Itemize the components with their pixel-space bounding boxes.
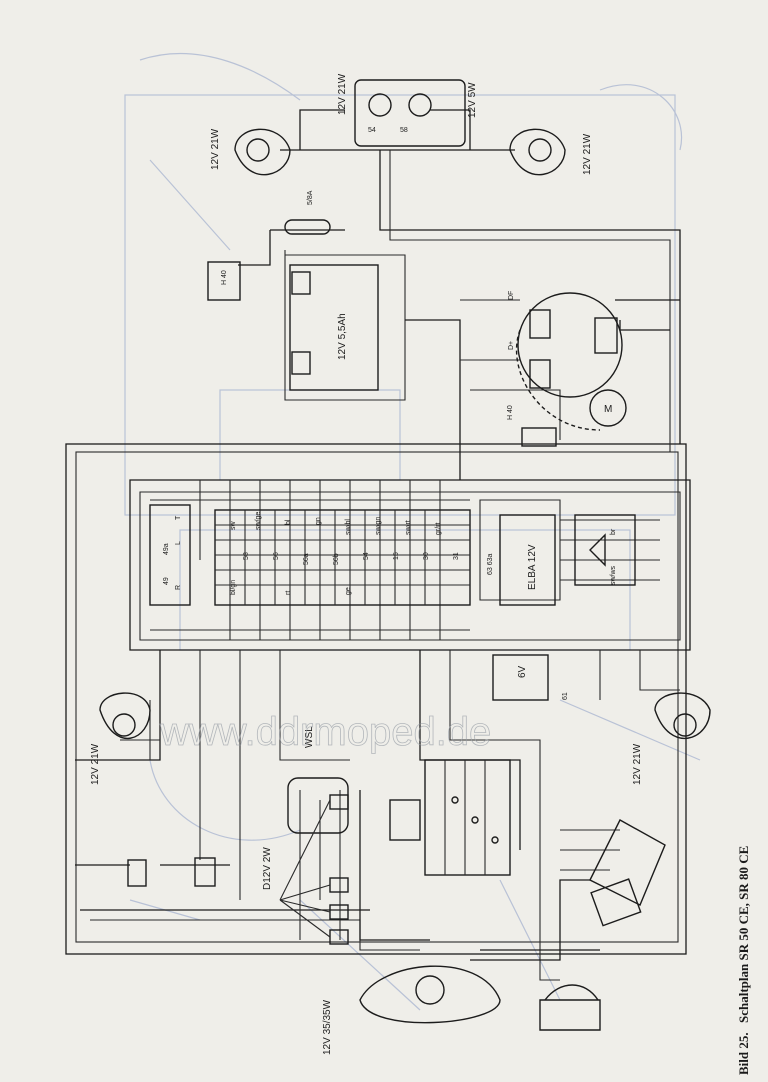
switch-label: WSL bbox=[304, 726, 315, 748]
terminal-number: R bbox=[175, 585, 182, 590]
battery-label: 12V 5,5Ah bbox=[337, 313, 348, 360]
terminal-block bbox=[149, 504, 636, 606]
handlebar-switch bbox=[589, 819, 666, 927]
terminal-number: 56 bbox=[273, 552, 280, 560]
headlamp: 12V 35/35W bbox=[322, 965, 501, 1055]
wire-code: bl/gn bbox=[230, 580, 237, 595]
battery: 12V 5,5Ah bbox=[289, 264, 379, 391]
fuse: 5/8A bbox=[284, 190, 331, 235]
terminal-number: 30 bbox=[423, 552, 430, 560]
wire-code: ge bbox=[345, 587, 352, 595]
terminal-number: 54 bbox=[363, 552, 370, 560]
indicator-front-right: 12V 21W bbox=[632, 692, 711, 785]
terminal-number: 58 bbox=[243, 552, 250, 560]
wire-code: br bbox=[610, 528, 617, 535]
generator-motor: M H 40 bbox=[507, 292, 627, 431]
caption-title: Schaltplan SR 50 CE, SR 80 CE bbox=[736, 846, 751, 1023]
terminal-number: 15 bbox=[393, 552, 400, 560]
aux-battery-label: 6V bbox=[517, 665, 528, 678]
terminal-labels: 58 56 56a 56b 54 15 30 31 49 49a R L T D… bbox=[163, 291, 569, 700]
wire-harness bbox=[65, 109, 691, 981]
relay-label: H 40 bbox=[221, 270, 228, 285]
terminal-number: L bbox=[175, 541, 182, 545]
wire-code: gr/rt bbox=[435, 523, 442, 536]
indicator-front-right-label: 12V 21W bbox=[632, 743, 643, 785]
instrument-cluster: D12V 2W bbox=[262, 777, 349, 945]
fuse-block-label: 63 63a bbox=[487, 553, 494, 575]
terminal-number: 31 bbox=[453, 552, 460, 560]
rear-lamp: 12V 21W 12V 5W 54 58 bbox=[337, 73, 478, 147]
terminal-number: 61 bbox=[562, 692, 569, 700]
terminal-number: T bbox=[175, 515, 182, 520]
cluster-bulbs-label: D12V 2W bbox=[262, 847, 273, 890]
caption-figure: Bild 25. bbox=[736, 1032, 751, 1075]
caption: Bild 25. Schaltplan SR 50 CE, SR 80 CE bbox=[736, 846, 751, 1075]
watermark: www.ddrmoped.de bbox=[159, 710, 491, 754]
horn bbox=[539, 984, 601, 1031]
motor-label: M bbox=[604, 404, 612, 415]
terminal-number: 49 bbox=[163, 577, 170, 585]
terminal-number: 49a bbox=[163, 543, 170, 555]
rear-lamp-terminal-b: 58 bbox=[400, 127, 408, 134]
wire-code: sw/bl bbox=[345, 519, 352, 535]
wire-code: rt bbox=[285, 591, 292, 595]
rear-lamp-left-label: 12V 21W bbox=[337, 73, 348, 115]
indicator-front-left-label: 12V 21W bbox=[90, 743, 101, 785]
aux-battery: 6V bbox=[492, 654, 549, 701]
relay-h40b-label: H 40 bbox=[507, 405, 514, 420]
headlamp-label: 12V 35/35W bbox=[322, 999, 333, 1055]
wire-code: sw/rt bbox=[405, 520, 412, 535]
connector-plug bbox=[127, 427, 557, 887]
light-switch: WSL bbox=[304, 726, 511, 876]
indicator-rear-left-label: 12V 21W bbox=[210, 128, 221, 170]
terminal-number: 56b bbox=[333, 553, 340, 565]
wire-code-labels: sw sw/ge bl gn sw/bl sw/gn sw/rt gr/rt b… bbox=[230, 512, 617, 595]
fuse-label: 5/8A bbox=[307, 190, 314, 205]
wire-code: sw bbox=[230, 521, 237, 531]
indicator-rear-left: 12V 21W bbox=[210, 128, 291, 176]
wire-code: sw/ge bbox=[255, 512, 262, 530]
indicator-rear-right-label: 12V 21W bbox=[582, 133, 593, 175]
terminal-number: D+ bbox=[508, 341, 515, 350]
wire-code: sw/gn bbox=[375, 517, 382, 535]
indicator-front-left: 12V 21W bbox=[90, 692, 151, 785]
wire-code: sw/ws bbox=[610, 565, 617, 585]
rear-lamp-right-label: 12V 5W bbox=[467, 82, 478, 118]
indicator-rear-right: 12V 21W bbox=[509, 128, 593, 176]
terminal-number: 56a bbox=[303, 553, 310, 565]
wire-code: gn bbox=[315, 517, 322, 525]
regulator-label: ELBA 12V bbox=[527, 544, 538, 590]
regulator: ELBA 12V 63 63a bbox=[487, 514, 556, 606]
wire-code: bl bbox=[285, 519, 292, 525]
terminal-number: DF bbox=[508, 291, 515, 300]
rear-lamp-terminal-a: 54 bbox=[368, 127, 376, 134]
relay: H 40 bbox=[207, 261, 241, 301]
